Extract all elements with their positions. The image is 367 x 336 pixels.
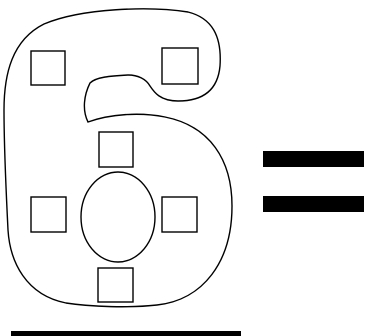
box-upper-middle (99, 132, 133, 167)
box-middle-right (162, 197, 197, 232)
center-oval (81, 172, 155, 262)
box-bottom-middle (98, 268, 133, 302)
bottom-bar-partial (11, 331, 241, 336)
box-middle-left (31, 197, 66, 232)
equals-bar-bottom (263, 196, 364, 212)
equals-bar-top (263, 151, 364, 167)
box-top-right (162, 48, 198, 84)
box-top-left (31, 51, 65, 85)
